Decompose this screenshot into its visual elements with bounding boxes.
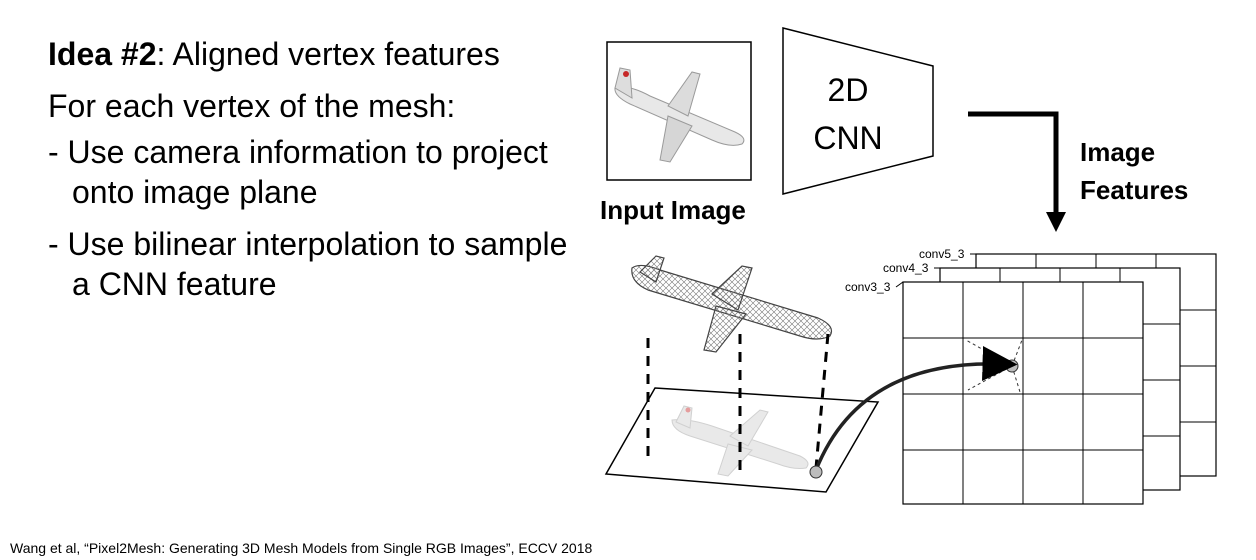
sampling-arrow [809, 346, 1018, 479]
intro-text: For each vertex of the mesh: [48, 88, 456, 124]
cnn-label-line2: CNN [813, 120, 882, 156]
bullet-list: - Use camera information to project onto… [48, 132, 588, 304]
layer-label-conv3-3: conv3_3 [845, 280, 891, 294]
image-plane [604, 387, 880, 493]
input-image [606, 41, 752, 181]
heading-rest: : Aligned vertex features [156, 36, 500, 72]
cnn-label-line1: 2D [828, 72, 869, 108]
features-label-line1: Image [1080, 137, 1155, 167]
input-image-label: Input Image [600, 195, 746, 225]
features-label-line2: Features [1080, 175, 1188, 205]
feature-map-conv3-3 [902, 281, 1144, 505]
mesh-airplane-icon [631, 255, 833, 353]
slide-text: Idea #2: Aligned vertex features For eac… [48, 30, 588, 316]
heading-bold: Idea #2 [48, 36, 157, 72]
slide-heading: Idea #2: Aligned vertex features [48, 30, 588, 78]
layer-label-conv4-3: conv4_3 [883, 261, 929, 275]
cnn-to-features-arrow [968, 111, 1066, 232]
feature-map-stack: conv5_3 conv4_3 conv3_3 [845, 247, 1217, 505]
airplane-photo-icon [614, 67, 745, 163]
bullet-item: - Use camera information to project onto… [48, 134, 548, 210]
layer-label-conv5-3: conv5_3 [919, 247, 965, 261]
citation: Wang et al, “Pixel2Mesh: Generating 3D M… [10, 540, 593, 556]
cnn-block: 2D CNN [782, 27, 934, 195]
bullet-item: - Use bilinear interpolation to sample a… [48, 226, 568, 302]
projected-vertex-point [809, 465, 823, 479]
projection-lines [646, 333, 830, 470]
